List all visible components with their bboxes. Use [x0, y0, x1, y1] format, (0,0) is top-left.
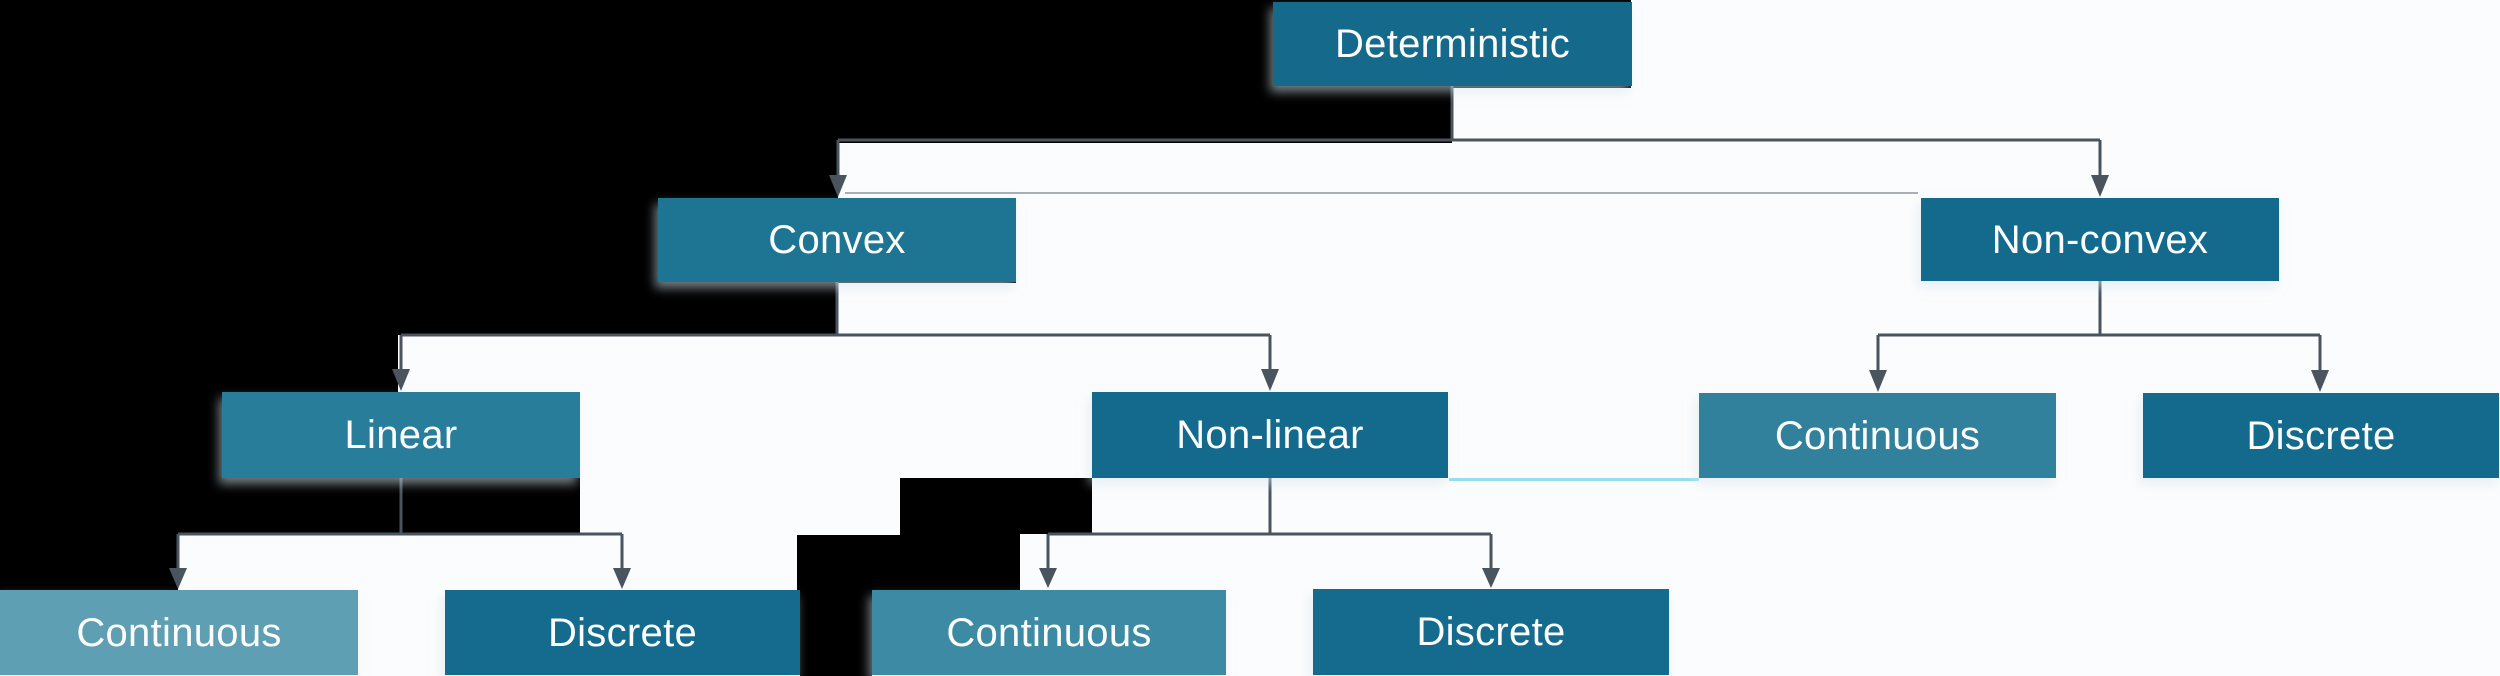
background-band [838, 283, 2500, 336]
node-nc-continuous: Continuous [1699, 393, 2056, 478]
node-label: Non-linear [1176, 413, 1364, 457]
node-label: Non-convex [1991, 217, 2209, 262]
node-label: Convex [768, 218, 906, 262]
node-deterministic: Deterministic [1273, 2, 1632, 86]
node-non-convex: Non-convex [1921, 198, 2279, 281]
arrowhead-lin-discrete [613, 568, 631, 589]
background-band [1631, 0, 2500, 89]
node-nc-discrete: Discrete [2143, 393, 2499, 478]
node-nl-continuous: Continuous [872, 590, 1226, 675]
node-lin-continuous: Continuous [0, 590, 358, 675]
node-label: Discrete [1416, 610, 1566, 654]
node-label: Continuous [946, 610, 1152, 655]
node-non-linear: Non-linear [1092, 392, 1448, 478]
connector-linear-children [169, 478, 631, 589]
arrowhead-nl-continuous [1039, 568, 1057, 588]
arrowhead-nc-discrete [2311, 370, 2329, 392]
node-label: Continuous [1774, 413, 1981, 458]
node-linear: Linear [222, 392, 580, 478]
arrowhead-lin-continuous [169, 568, 187, 589]
background-band [1092, 478, 2500, 535]
node-convex: Convex [658, 198, 1016, 282]
band-edge-line-cyan [1449, 478, 1699, 481]
background-band [1020, 534, 2500, 592]
node-nl-discrete: Discrete [1313, 589, 1669, 675]
background-band [838, 143, 2500, 199]
node-label: Deterministic [1334, 22, 1571, 66]
node-label: Continuous [76, 610, 282, 655]
node-label: Discrete [2246, 413, 2396, 458]
arrowhead-convex [829, 175, 847, 197]
connector-non-convex-children [1869, 281, 2329, 392]
arrowhead-nl-discrete [1482, 568, 1500, 588]
background-band [398, 335, 2500, 393]
connector-deterministic-children [829, 86, 2109, 197]
arrowhead-linear [392, 369, 410, 391]
arrowhead-non-linear [1261, 369, 1279, 391]
node-lin-discrete: Discrete [445, 590, 800, 675]
background-band [178, 534, 797, 592]
node-label: Linear [344, 413, 458, 457]
band-edge-line [845, 192, 1918, 194]
background-band [1452, 88, 2500, 144]
background-band [580, 478, 900, 535]
connector-non-linear-children [1039, 478, 1500, 588]
arrowhead-non-convex [2091, 175, 2109, 197]
node-label: Discrete [547, 610, 698, 655]
arrowhead-nc-continuous [1869, 370, 1887, 392]
connector-convex-children [392, 282, 1279, 391]
